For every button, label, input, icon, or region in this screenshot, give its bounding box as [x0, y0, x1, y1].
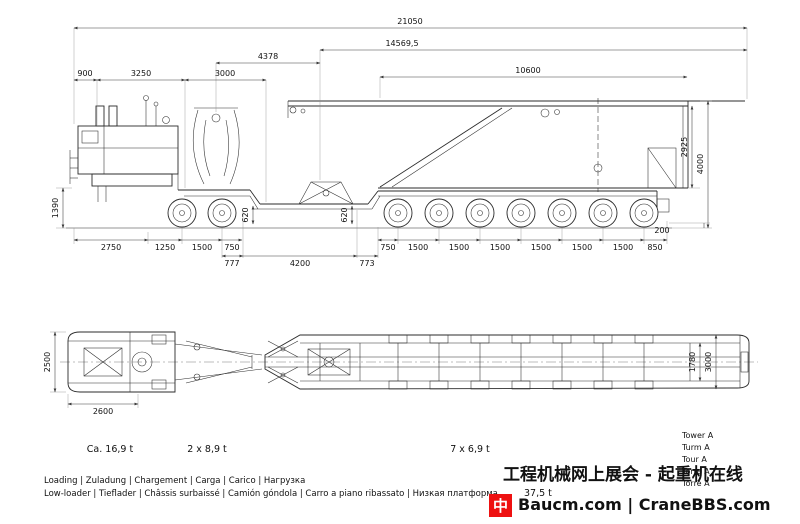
weight-labels: Ca. 16,9 t 2 x 8,9 t 7 x 6,9 t 37,5 t	[87, 444, 552, 499]
dim-deck-height-front: 620	[241, 207, 250, 222]
tower-label-it: Torre A	[681, 479, 710, 488]
dim-chain2-1: 777	[224, 259, 239, 268]
tower-load-side	[287, 98, 745, 192]
deck-saddle	[298, 181, 354, 205]
dim-chain-9: 1500	[531, 243, 551, 252]
dim-front-overhang: 900	[77, 69, 92, 78]
dim-chain-2: 1250	[155, 243, 175, 252]
exhaust-stack	[108, 105, 118, 127]
tower-label-fr: Tour A	[681, 455, 707, 464]
dim-chain-6: 1500	[408, 243, 428, 252]
dim-inner-width: 1780	[688, 352, 697, 372]
side-view-dimensions: 21050 14569,5 4378 10600 900 3250 3000 2…	[51, 17, 748, 268]
caption-block: Loading | Zuladung | Chargement | Carga …	[44, 476, 498, 499]
front-axle-load-label: 2 x 8,9 t	[187, 444, 227, 455]
rear-axle-wheels	[383, 198, 659, 228]
dim-deck-height-rear: 620	[340, 207, 349, 222]
gooseneck-plan	[174, 340, 299, 384]
load-diagonal	[379, 107, 503, 188]
load-support-claws	[192, 107, 240, 185]
watermark-line1: 工程机械网上展会 - 起重机在线	[503, 464, 743, 485]
tower-label-es: Torre A	[681, 467, 710, 476]
dim-chain-7: 1500	[449, 243, 469, 252]
dim-chain-8: 1500	[490, 243, 510, 252]
tractor-base	[91, 173, 173, 187]
beacon-light	[162, 116, 170, 124]
dim-overall-height: 4000	[696, 154, 705, 174]
dim-neck-length: 3000	[215, 69, 235, 78]
side-view: 21050 14569,5 4378 10600 900 3250 3000 2…	[51, 17, 748, 268]
dim-chain-11: 1500	[613, 243, 633, 252]
plan-view: 2500 2600 1780 3000	[43, 331, 758, 416]
tractor-side	[69, 95, 179, 202]
cab-window	[81, 130, 99, 144]
dim-tractor-length: 3250	[131, 69, 151, 78]
tower-label-de: Turm A	[681, 443, 710, 452]
total-load-label: 37,5 t	[524, 488, 552, 499]
caption-loading: Loading | Zuladung | Chargement | Carga …	[44, 476, 305, 486]
dim-tractor-width: 2500	[43, 352, 52, 372]
caption-low-loader: Low-loader | Tieflader | Châssis surbais…	[44, 488, 498, 499]
dim-chain-12: 850	[647, 243, 662, 252]
dim-gooseneck-length: 4378	[258, 52, 278, 61]
dim-chain-10: 1500	[572, 243, 592, 252]
tractor-body	[77, 125, 179, 175]
dim-chain-5: 750	[380, 243, 395, 252]
plan-view-dimensions: 2500 2600 1780 3000	[43, 331, 718, 416]
exhaust-stack	[95, 105, 105, 127]
front-axle-wheels	[167, 198, 237, 228]
dim-deck-width: 3000	[704, 352, 713, 372]
dim-chain-4: 750	[224, 243, 239, 252]
watermark-logo-glyph: 中	[493, 497, 508, 515]
tower-label-en: Tower A	[681, 431, 714, 440]
tower-name-labels: Tower A Turm A Tour A Torre A Torre A	[681, 431, 714, 488]
dim-overall-length: 21050	[397, 17, 422, 26]
dim-chain-1: 2750	[101, 243, 121, 252]
dim-trailer-length: 14569,5	[385, 39, 418, 48]
deck-plan	[264, 334, 750, 390]
watermark-logo	[489, 494, 512, 517]
rear-bumper	[656, 198, 670, 213]
dim-rear-clearance: 200	[654, 226, 669, 235]
watermark: 工程机械网上展会 - 起重机在线 中 Baucm.com | CraneBBS.…	[489, 464, 771, 517]
tractor-plan	[67, 331, 176, 393]
dim-tractor-plan-length: 2600	[93, 407, 113, 416]
watermark-line2: Baucm.com | CraneBBS.com	[518, 495, 771, 515]
rear-axle-load-label: 7 x 6,9 t	[450, 444, 490, 455]
dim-left-clearance: 1390	[51, 198, 60, 218]
dim-load-height: 2925	[680, 137, 689, 157]
dim-chain2-2: 4200	[290, 259, 310, 268]
dim-chain2-3: 773	[359, 259, 374, 268]
dim-chain-3: 1500	[192, 243, 212, 252]
dim-load-length: 10600	[515, 66, 540, 75]
tractor-load-label: Ca. 16,9 t	[87, 444, 134, 455]
